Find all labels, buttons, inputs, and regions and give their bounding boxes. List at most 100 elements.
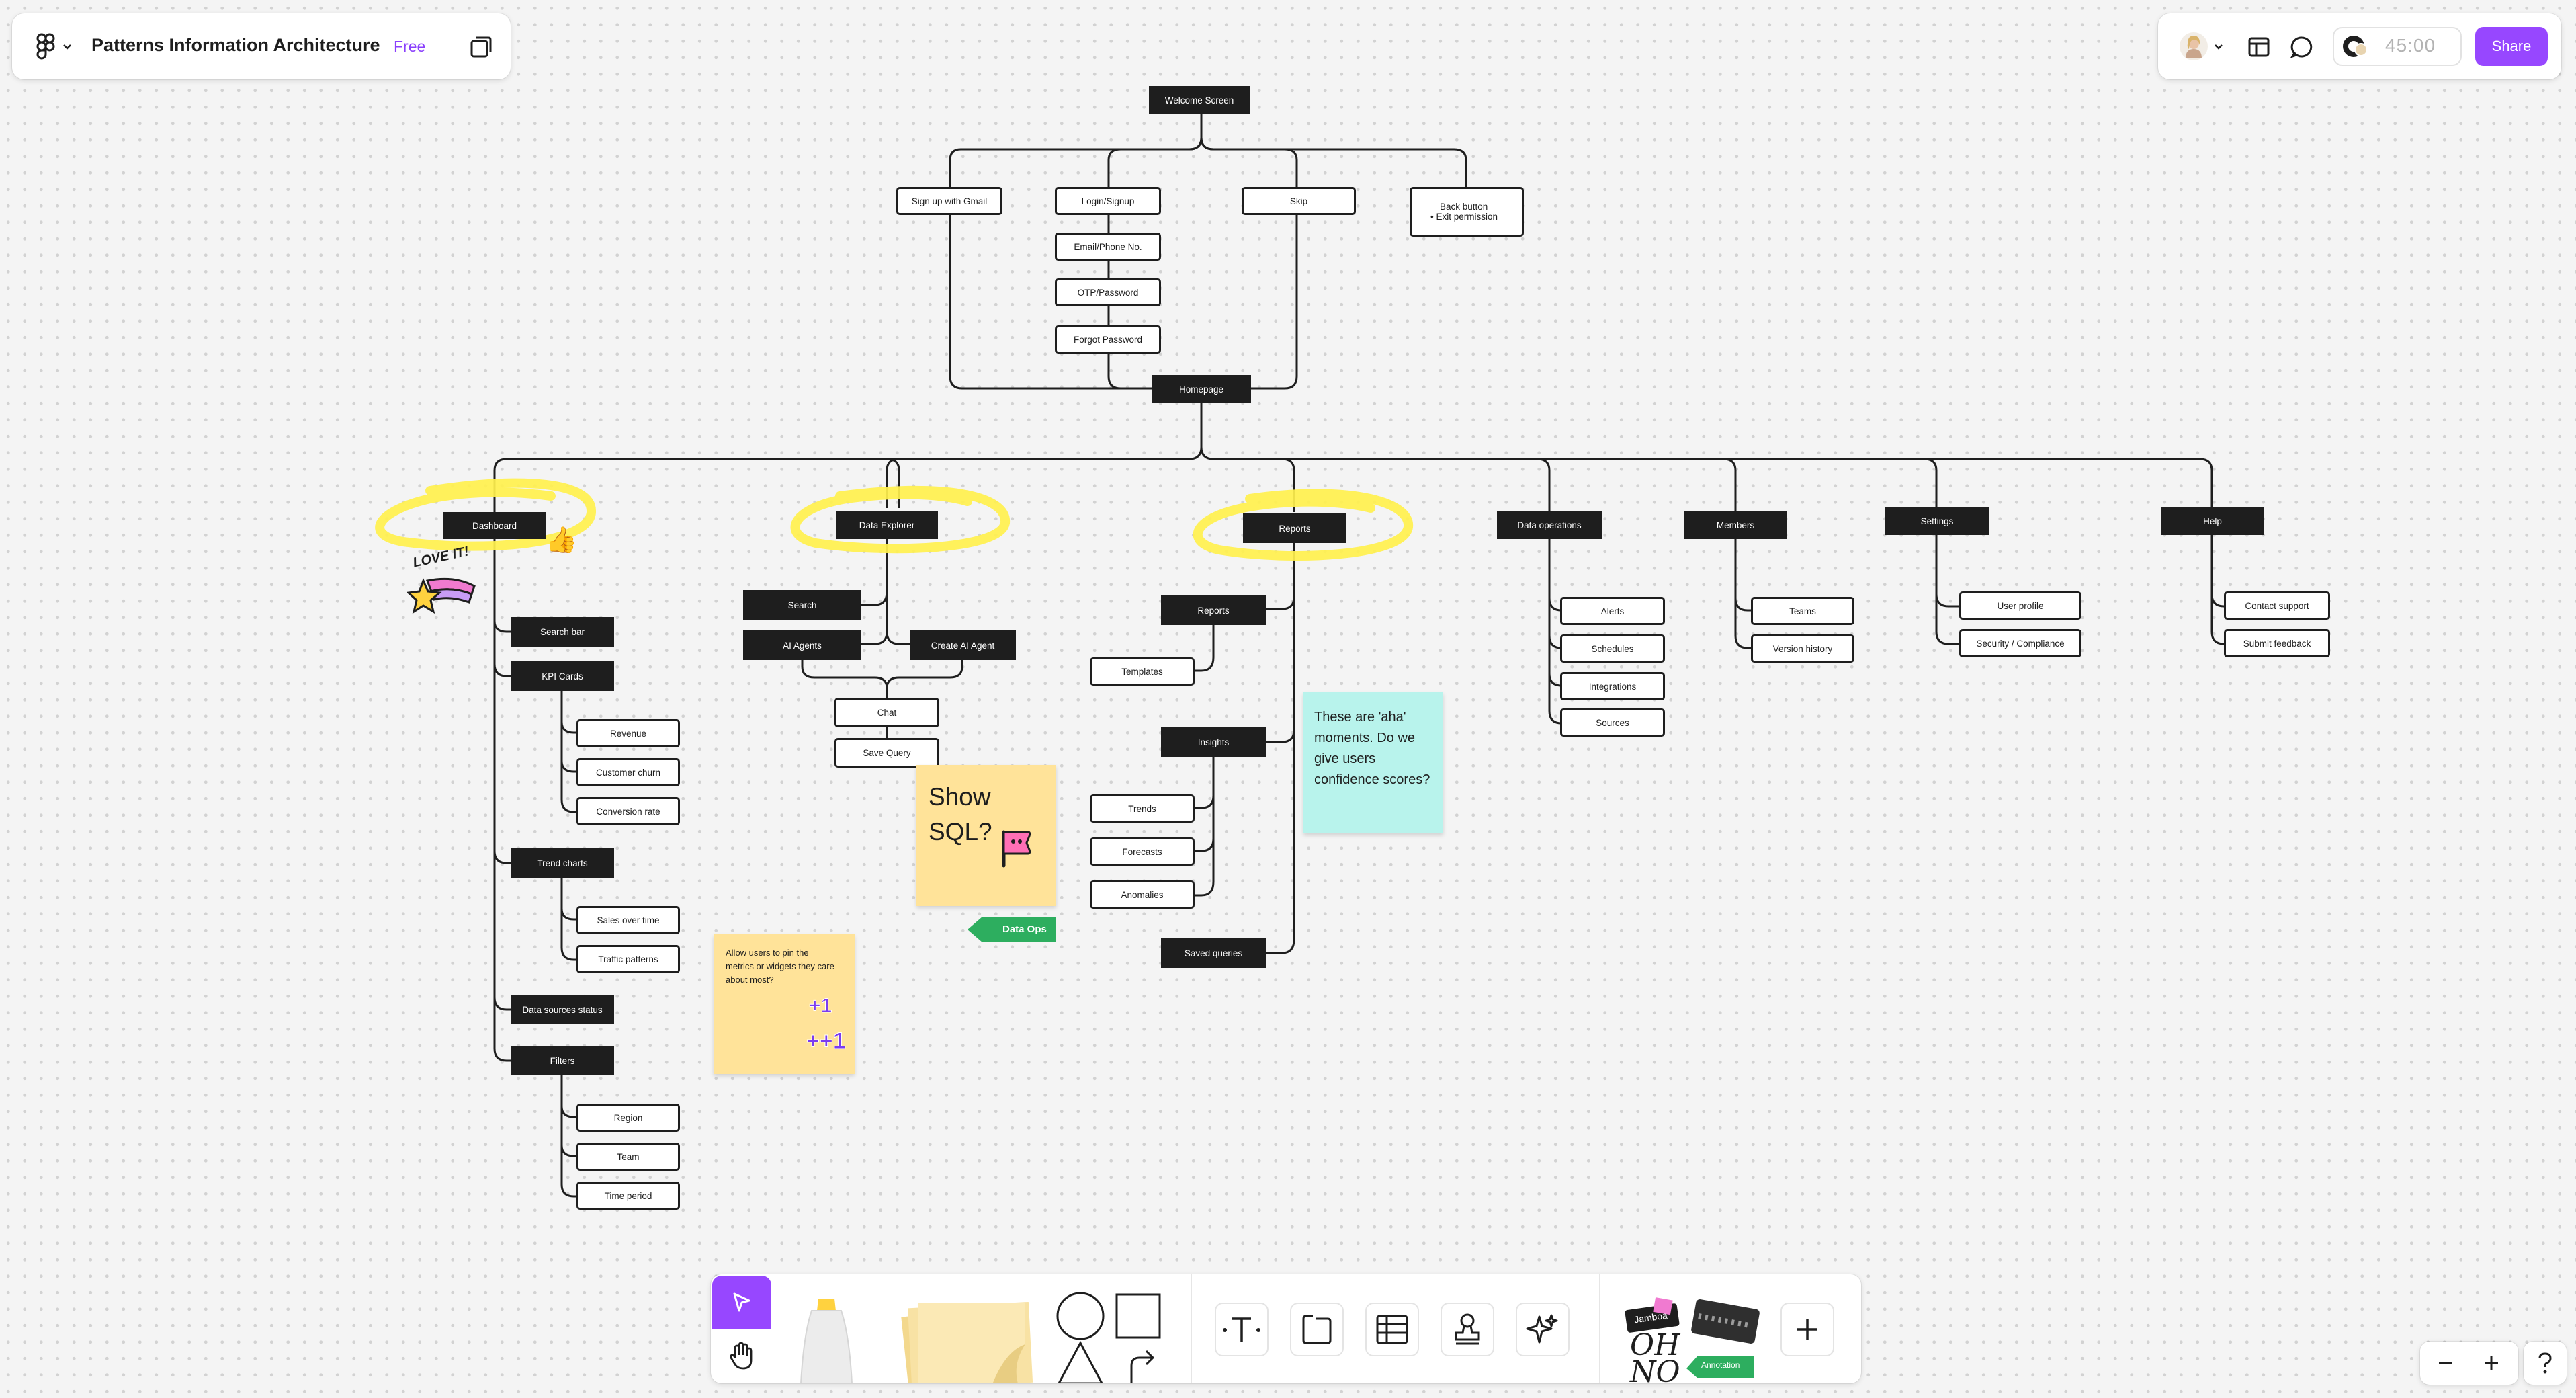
node-customer-churn[interactable]: Customer churn bbox=[576, 758, 680, 786]
node-integrations[interactable]: Integrations bbox=[1560, 672, 1665, 700]
node-sales-over-time[interactable]: Sales over time bbox=[576, 906, 680, 934]
user-avatar[interactable] bbox=[2178, 31, 2209, 62]
node-sources[interactable]: Sources bbox=[1560, 708, 1665, 737]
section-tool-button[interactable] bbox=[1290, 1303, 1344, 1356]
love-it-sticker[interactable]: LOVE IT! bbox=[407, 550, 481, 617]
node-homepage[interactable]: Homepage bbox=[1152, 375, 1251, 403]
shapes-tool-button[interactable] bbox=[1052, 1290, 1173, 1383]
pages-icon[interactable] bbox=[466, 32, 496, 62]
figma-logo-icon[interactable] bbox=[32, 32, 59, 60]
node-welcome-screen[interactable]: Welcome Screen bbox=[1149, 86, 1250, 114]
node-sign-up-gmail[interactable]: Sign up with Gmail bbox=[896, 187, 1002, 215]
zoom-in-button[interactable] bbox=[2473, 1347, 2510, 1379]
node-create-ai-agent[interactable]: Create AI Agent bbox=[910, 630, 1016, 660]
file-title[interactable]: Patterns Information Architecture bbox=[91, 35, 380, 56]
node-search[interactable]: Search bbox=[743, 590, 861, 620]
node-search-bar[interactable]: Search bar bbox=[511, 617, 614, 647]
plus-one-reaction: +1 bbox=[809, 995, 832, 1018]
sticky-stack-icon bbox=[891, 1297, 1041, 1383]
sticky-note-aha[interactable]: These are 'aha' moments. Do we give user… bbox=[1303, 692, 1443, 833]
node-email-phone[interactable]: Email/Phone No. bbox=[1055, 233, 1161, 261]
sticky-note-show-sql[interactable]: Show SQL? bbox=[916, 765, 1056, 906]
node-trend-charts[interactable]: Trend charts bbox=[511, 848, 614, 878]
node-templates[interactable]: Templates bbox=[1090, 657, 1195, 686]
data-ops-tag[interactable]: Data Ops bbox=[968, 915, 1056, 944]
plus-icon bbox=[1795, 1317, 1820, 1342]
add-more-button[interactable] bbox=[1780, 1303, 1834, 1356]
show-sql-text: Show SQL? bbox=[929, 780, 1002, 850]
layout-icon[interactable] bbox=[2245, 34, 2272, 60]
node-anomalies[interactable]: Anomalies bbox=[1090, 880, 1195, 909]
node-security-compliance[interactable]: Security / Compliance bbox=[1959, 629, 2081, 657]
node-teams[interactable]: Teams bbox=[1751, 597, 1854, 625]
node-save-query[interactable]: Save Query bbox=[834, 738, 939, 768]
node-dashboard[interactable]: Dashboard bbox=[443, 512, 546, 539]
node-user-profile[interactable]: User profile bbox=[1959, 591, 2081, 620]
node-version-history[interactable]: Version history bbox=[1751, 634, 1854, 663]
node-filters[interactable]: Filters bbox=[511, 1046, 614, 1075]
timer-avatar-icon bbox=[2342, 34, 2368, 59]
share-button[interactable]: Share bbox=[2475, 27, 2548, 66]
aha-text: These are 'aha' moments. Do we give user… bbox=[1314, 707, 1432, 790]
comment-icon[interactable] bbox=[2288, 34, 2315, 60]
node-traffic-patterns[interactable]: Traffic patterns bbox=[576, 945, 680, 973]
hand-icon bbox=[728, 1342, 755, 1371]
node-help[interactable]: Help bbox=[2161, 507, 2264, 535]
node-team[interactable]: Team bbox=[576, 1143, 680, 1171]
chevron-down-icon[interactable] bbox=[2212, 40, 2225, 54]
select-tool-button[interactable] bbox=[712, 1276, 771, 1329]
node-reports[interactable]: Reports bbox=[1243, 513, 1346, 543]
marker-tool-button[interactable] bbox=[791, 1294, 861, 1383]
node-submit-feedback[interactable]: Submit feedback bbox=[2224, 629, 2330, 657]
node-time-period[interactable]: Time period bbox=[576, 1182, 680, 1210]
node-trends[interactable]: Trends bbox=[1090, 794, 1195, 823]
toolbar-divider bbox=[1599, 1274, 1600, 1383]
plus-plus-one-reaction: ++1 bbox=[806, 1028, 846, 1055]
node-kpi-cards[interactable]: KPI Cards bbox=[511, 661, 614, 691]
node-revenue[interactable]: Revenue bbox=[576, 719, 680, 747]
table-tool-button[interactable] bbox=[1365, 1303, 1419, 1356]
question-icon bbox=[2536, 1352, 2554, 1374]
node-saved-queries[interactable]: Saved queries bbox=[1161, 938, 1266, 968]
plan-badge[interactable]: Free bbox=[394, 38, 425, 56]
shapes-icon bbox=[1052, 1290, 1173, 1383]
node-insights[interactable]: Insights bbox=[1161, 727, 1266, 757]
node-login-signup[interactable]: Login/Signup bbox=[1055, 187, 1161, 215]
node-data-explorer[interactable]: Data Explorer bbox=[836, 511, 938, 539]
back-button-label: Back button bbox=[1440, 202, 1488, 212]
sticker-annotation-tag: Annotation bbox=[1701, 1360, 1740, 1370]
hand-tool-button[interactable] bbox=[712, 1331, 771, 1382]
node-skip[interactable]: Skip bbox=[1242, 187, 1356, 215]
node-forecasts[interactable]: Forecasts bbox=[1090, 837, 1195, 866]
node-schedules[interactable]: Schedules bbox=[1560, 634, 1665, 663]
stickers-tool-button[interactable]: Jamboa OH NO Annotation bbox=[1622, 1294, 1762, 1383]
node-back-button[interactable]: Back button • Exit permission bbox=[1410, 187, 1524, 237]
sticky-note-pin[interactable]: Allow users to pin the metrics or widget… bbox=[714, 934, 855, 1074]
timer-widget[interactable]: 45:00 bbox=[2333, 27, 2462, 66]
node-settings[interactable]: Settings bbox=[1885, 507, 1989, 535]
node-otp-password[interactable]: OTP/Password bbox=[1055, 278, 1161, 306]
zoom-out-button[interactable] bbox=[2427, 1347, 2464, 1379]
node-region[interactable]: Region bbox=[576, 1104, 680, 1132]
node-conversion-rate[interactable]: Conversion rate bbox=[576, 797, 680, 825]
node-contact-support[interactable]: Contact support bbox=[2224, 591, 2330, 620]
node-reports-item[interactable]: Reports bbox=[1161, 595, 1266, 625]
thumbs-up-sticker[interactable]: 👍 bbox=[546, 524, 581, 557]
sticky-note-tool-button[interactable] bbox=[891, 1297, 1041, 1383]
node-alerts[interactable]: Alerts bbox=[1560, 597, 1665, 625]
data-ops-tag-label: Data Ops bbox=[1002, 923, 1047, 935]
highlighter-icon bbox=[791, 1294, 861, 1383]
zoom-controls bbox=[2420, 1342, 2518, 1385]
stamp-tool-button[interactable] bbox=[1441, 1303, 1494, 1356]
chevron-down-icon[interactable] bbox=[60, 40, 74, 54]
ai-tool-button[interactable] bbox=[1516, 1303, 1570, 1356]
help-button[interactable] bbox=[2524, 1342, 2567, 1385]
node-ai-agents[interactable]: AI Agents bbox=[743, 630, 861, 660]
node-chat[interactable]: Chat bbox=[834, 698, 939, 727]
node-data-operations[interactable]: Data operations bbox=[1497, 511, 1602, 539]
sparkle-icon bbox=[1526, 1313, 1559, 1346]
text-tool-button[interactable] bbox=[1215, 1303, 1269, 1356]
node-data-sources-status[interactable]: Data sources status bbox=[511, 995, 614, 1024]
node-forgot-password[interactable]: Forgot Password bbox=[1055, 325, 1161, 354]
node-members[interactable]: Members bbox=[1684, 511, 1787, 539]
